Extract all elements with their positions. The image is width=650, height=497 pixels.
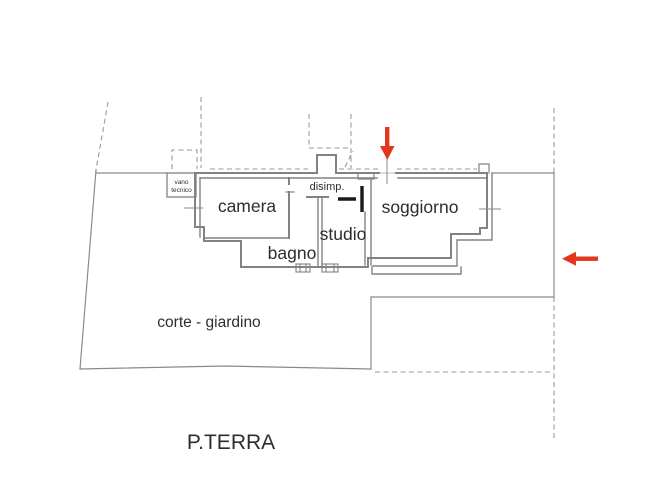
plot-bottom-boundary <box>79 365 372 370</box>
plot-boundary <box>79 169 555 370</box>
corte-giardino-label: corte - giardino <box>157 314 260 331</box>
building-walls <box>166 154 493 275</box>
floor-title: P.TERRA <box>187 431 275 454</box>
bagno-window-icon <box>295 263 311 273</box>
room-labels: camera bagno studio disimp. soggiorno va… <box>157 179 458 454</box>
entrance-opening <box>380 158 395 184</box>
soggiorno-label: soggiorno <box>382 197 459 217</box>
vano-tecnico-box <box>166 172 197 198</box>
studio-window-ticks <box>325 263 335 273</box>
left-arrow-head <box>562 251 576 266</box>
door-leaves <box>338 186 364 212</box>
building-exterior-outline <box>194 154 488 268</box>
window-symbols <box>295 263 339 273</box>
terrace-step-line <box>371 266 462 275</box>
disimpegno-label: disimp. <box>310 181 345 193</box>
plot-left-boundary <box>79 169 97 370</box>
entrance-notch <box>357 172 375 180</box>
bagno-window-ticks <box>299 263 307 273</box>
camera-label: camera <box>218 196 277 216</box>
bagno-label: bagno <box>268 243 317 263</box>
left-arrow-stem <box>574 256 598 261</box>
dashed-door-swing <box>344 150 354 168</box>
dashed-left-slant <box>95 101 109 171</box>
vano-tecnico-label-line1: vano <box>174 179 188 186</box>
vano-tecnico-label-line2: tecnico <box>171 187 192 194</box>
down-arrow-head <box>380 146 395 160</box>
studio-label: studio <box>320 224 367 244</box>
dashed-boundary-lines <box>95 97 555 438</box>
down-arrow-stem <box>385 127 390 147</box>
wall-offset-right <box>372 172 493 267</box>
studio-window-icon <box>321 263 339 273</box>
left-arrow-icon <box>562 251 598 266</box>
down-arrow-icon <box>380 127 395 160</box>
window-ticks <box>184 207 501 210</box>
pilaster-bump <box>478 163 490 174</box>
dashed-box-above-vano <box>171 149 198 169</box>
